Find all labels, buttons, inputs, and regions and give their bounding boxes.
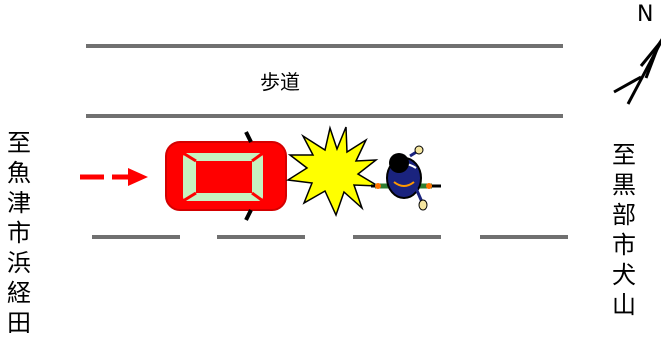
right-destination-label: 至黒部市犬山 [612, 141, 636, 319]
cyclist-top-view-icon [371, 145, 441, 211]
collision-burst-icon [285, 125, 379, 218]
dashed-arrow-icon [80, 168, 148, 186]
north-arrow-icon [613, 38, 661, 105]
left-destination-label: 至魚津市浜経田 [7, 129, 31, 337]
north-label: N [637, 2, 654, 27]
car-top-view-icon [165, 131, 287, 221]
sidewalk-label: 歩道 [260, 70, 300, 94]
